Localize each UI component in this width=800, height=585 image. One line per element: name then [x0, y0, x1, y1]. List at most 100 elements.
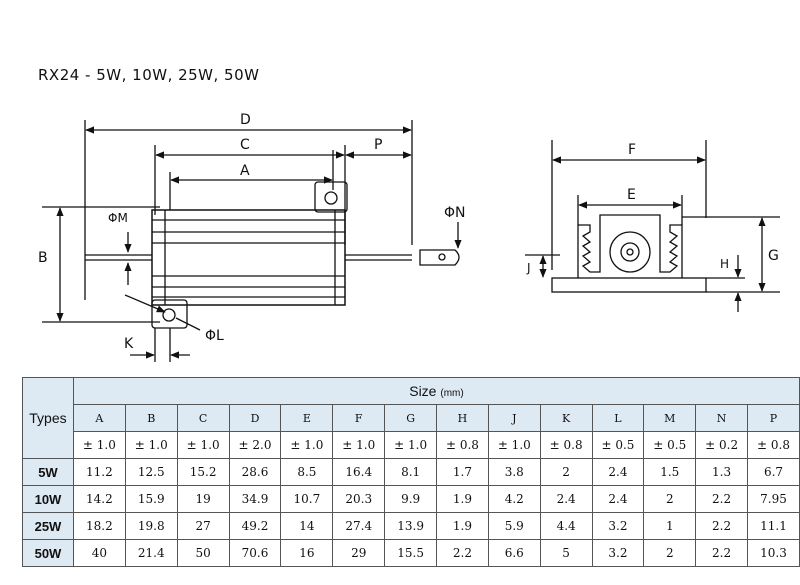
- tolerance-cell: ± 1.0: [124, 431, 178, 459]
- table-cell: 5: [539, 539, 593, 567]
- size-header: Size (mm): [72, 377, 800, 405]
- table-cell: 1.9: [436, 512, 489, 540]
- table-cell: 28.6: [228, 458, 282, 486]
- row-type-label: 50W: [22, 539, 74, 567]
- dim-label-b: B: [38, 250, 48, 266]
- tolerance-cell: ± 0.8: [436, 431, 489, 459]
- table-cell: 19: [176, 485, 230, 513]
- table-cell: 3.8: [487, 458, 541, 486]
- tolerance-cell: ± 0.5: [591, 431, 645, 459]
- tolerance-cell: ± 1.0: [487, 431, 541, 459]
- table-cell: 9.9: [384, 485, 438, 513]
- column-header: L: [591, 404, 645, 432]
- table-cell: 29: [332, 539, 386, 567]
- tolerance-cell: ± 0.2: [695, 431, 749, 459]
- tolerance-cell: ± 1.0: [332, 431, 386, 459]
- column-header: P: [747, 404, 800, 432]
- dim-label-p: P: [374, 137, 382, 153]
- table-cell: 2.4: [591, 485, 645, 513]
- table-cell: 21.4: [124, 539, 178, 567]
- table-cell: 27.4: [332, 512, 386, 540]
- table-cell: 2.4: [591, 458, 645, 486]
- column-header: K: [539, 404, 593, 432]
- table-cell: 15.2: [176, 458, 230, 486]
- table-cell: 2.2: [436, 539, 489, 567]
- table-cell: 1.5: [643, 458, 697, 486]
- column-header: G: [384, 404, 438, 432]
- tolerance-cell: ± 0.8: [747, 431, 800, 459]
- tolerance-cell: ± 2.0: [228, 431, 282, 459]
- dim-label-phi-l: ΦL: [205, 328, 224, 344]
- table-cell: 14: [280, 512, 334, 540]
- column-header: M: [643, 404, 697, 432]
- tolerance-cell: ± 1.0: [72, 431, 126, 459]
- tolerance-cell: ± 1.0: [280, 431, 334, 459]
- column-header: F: [332, 404, 386, 432]
- table-cell: 8.5: [280, 458, 334, 486]
- row-type-label: 10W: [22, 485, 74, 513]
- dim-label-e: E: [627, 187, 636, 203]
- table-cell: 70.6: [228, 539, 282, 567]
- table-cell: 2.2: [695, 485, 749, 513]
- dim-label-c: C: [240, 137, 250, 153]
- column-header: H: [436, 404, 489, 432]
- table-cell: 2.2: [695, 512, 749, 540]
- tolerance-cell: ± 1.0: [176, 431, 230, 459]
- dim-label-k: K: [124, 336, 134, 352]
- dim-label-h: H: [720, 257, 729, 271]
- table-cell: 50: [176, 539, 230, 567]
- dim-label-a: A: [240, 163, 250, 179]
- table-cell: 20.3: [332, 485, 386, 513]
- table-cell: 1.3: [695, 458, 749, 486]
- dim-label-d: D: [240, 112, 251, 128]
- table-cell: 4.2: [487, 485, 541, 513]
- table-cell: 3.2: [591, 539, 645, 567]
- table-cell: 11.2: [72, 458, 126, 486]
- column-header: A: [72, 404, 126, 432]
- table-cell: 34.9: [228, 485, 282, 513]
- column-header: C: [176, 404, 230, 432]
- tolerance-row: ± 1.0± 1.0± 1.0± 2.0± 1.0± 1.0± 1.0± 0.8…: [23, 431, 800, 459]
- dimension-drawing: D C P A B ΦM ΦN ΦL K F E J H G: [38, 112, 780, 362]
- types-header: Types: [22, 377, 74, 459]
- table-cell: 10.7: [280, 485, 334, 513]
- table-cell: 5.9: [487, 512, 541, 540]
- tolerance-cell: ± 0.8: [539, 431, 593, 459]
- dim-label-phi-n: ΦN: [444, 205, 466, 221]
- dim-label-phi-m: ΦM: [108, 211, 128, 225]
- table-cell: 16.4: [332, 458, 386, 486]
- table-cell: 14.2: [72, 485, 126, 513]
- dim-label-f: F: [628, 142, 636, 158]
- page-title: RX24 - 5W, 10W, 25W, 50W: [38, 66, 260, 84]
- table-cell: 49.2: [228, 512, 282, 540]
- table-cell: 13.9: [384, 512, 438, 540]
- column-header: J: [487, 404, 541, 432]
- dim-label-j: J: [526, 261, 531, 275]
- table-cell: 11.1: [747, 512, 800, 540]
- table-cell: 2.4: [539, 485, 593, 513]
- dim-label-g: G: [768, 248, 779, 264]
- table-cell: 7.95: [747, 485, 800, 513]
- table-cell: 19.8: [124, 512, 178, 540]
- column-header: D: [228, 404, 282, 432]
- column-header: B: [124, 404, 178, 432]
- table-cell: 2: [539, 458, 593, 486]
- table-cell: 1.9: [436, 485, 489, 513]
- tolerance-cell: ± 1.0: [384, 431, 438, 459]
- table-cell: 15.5: [384, 539, 438, 567]
- table-cell: 3.2: [591, 512, 645, 540]
- table-cell: 15.9: [124, 485, 178, 513]
- table-cell: 1.7: [436, 458, 489, 486]
- table-cell: 12.5: [124, 458, 178, 486]
- table-cell: 18.2: [72, 512, 126, 540]
- table-cell: 2: [643, 485, 697, 513]
- table-cell: 6.7: [747, 458, 800, 486]
- table-cell: 16: [280, 539, 334, 567]
- table-cell: 8.1: [384, 458, 438, 486]
